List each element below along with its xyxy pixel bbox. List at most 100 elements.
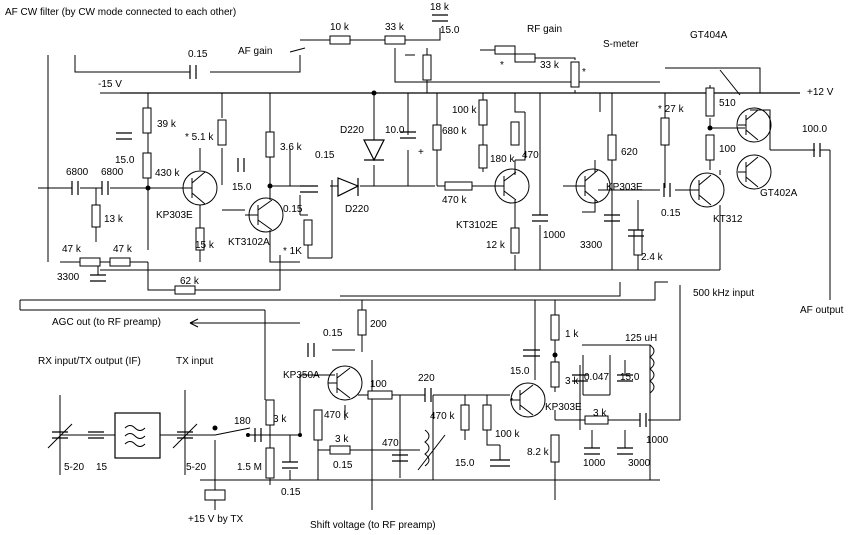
label-r-8-2k: 8.2 k <box>527 447 550 458</box>
label-r-star-a: * <box>500 60 504 71</box>
label-c-5-20-a: 5-20 <box>64 462 84 473</box>
label-q7: GT402A <box>760 188 798 199</box>
label-c-15-0-b: 15.0 <box>232 182 252 193</box>
transistors <box>180 107 772 418</box>
label-plus12v: +12 V <box>807 87 834 98</box>
label-q4: KP303E <box>606 182 643 193</box>
label-r-100k-b: 100 k <box>495 429 520 440</box>
label-r-15k: 15 k <box>195 240 215 251</box>
label-l-125uh: 125 uH <box>625 333 657 344</box>
label-r-470-a: 470 <box>522 150 539 161</box>
label-q9: KP303E <box>545 402 582 413</box>
label-r-430k: 430 k <box>155 168 180 179</box>
label-r-1k: 1 k <box>565 329 579 340</box>
label-r-2-4k: 2.4 k <box>641 252 664 263</box>
label-r-100: 100 <box>719 144 736 155</box>
title-note-line: AF CW filter (by CW mode connected to ea… <box>5 7 236 18</box>
label-c-15-0-a: 15.0 <box>115 155 135 166</box>
label-c-15-0-d: 15.0 <box>510 366 530 377</box>
label-r-3-6k: 3.6 k <box>280 142 303 153</box>
label-q5: KT312 <box>713 214 743 225</box>
label-c-6800-b: 6800 <box>101 167 124 178</box>
label-r-3k-a: 3 k <box>565 376 579 387</box>
label-r-27k: * 27 k <box>658 104 685 115</box>
label-s-meter: S-meter <box>603 39 639 50</box>
arrows <box>189 47 741 328</box>
label-c-1000-b: 1000 <box>646 435 669 446</box>
label-q6: GT404A <box>690 30 728 41</box>
label-r-33k-rf: 33 k <box>540 60 560 71</box>
label-c-15-0-top: 15.0 <box>440 25 460 36</box>
label-c-1000-c: 1000 <box>583 458 606 469</box>
label-c-0-15-f: 0.15 <box>281 487 301 498</box>
text-labels: AF CW filter (by CW mode connected to ea… <box>5 2 844 531</box>
label-c-3300-b: 3300 <box>580 240 603 251</box>
label-tx-input: TX input <box>176 356 213 367</box>
label-r-3k-b: 3 k <box>593 408 607 419</box>
label-r-62k: 62 k <box>180 276 200 287</box>
label-c-220: 220 <box>418 373 435 384</box>
label-minus15v: -15 V <box>98 79 122 90</box>
label-c-15-0-c: 15.0 <box>620 372 640 383</box>
label-rf-gain: RF gain <box>527 24 562 35</box>
label-c-1000-a: 1000 <box>543 230 566 241</box>
label-c-0-15-g: 0.15 <box>333 460 353 471</box>
label-r-18k: 18 k <box>430 2 450 13</box>
label-d2: D220 <box>345 204 369 215</box>
label-q1: KP303E <box>156 210 193 221</box>
junction-dots <box>145 90 713 437</box>
label-r-470k-a: 470 k <box>442 195 467 206</box>
label-c-0-15-d: 0.15 <box>661 208 681 219</box>
label-d1: D220 <box>340 125 364 136</box>
label-c-100-0: 100.0 <box>802 124 827 135</box>
label-af-gain: AF gain <box>238 46 272 57</box>
label-r-3k-d: 3 k <box>335 434 349 445</box>
label-r-1k-star: * 1K <box>283 246 302 257</box>
label-r-100k: 100 k <box>452 105 477 116</box>
resistors <box>79 35 715 501</box>
label-r-33k-af: 33 k <box>385 22 405 33</box>
label-r-510: 510 <box>719 98 736 109</box>
capacitors <box>47 14 821 469</box>
label-c-15-0-e: 15.0 <box>455 458 475 469</box>
label-af-output: AF output <box>800 305 844 316</box>
label-r-13k: 13 k <box>104 214 124 225</box>
label-r-100-b: 100 <box>370 379 387 390</box>
label-r-47k-a: 47 k <box>62 244 82 255</box>
label-r-470k-b: 470 k <box>324 410 349 421</box>
label-rx-input: RX input/TX output (IF) <box>38 356 141 367</box>
label-r-10k: 10 k <box>330 22 350 33</box>
label-c-15: 15 <box>96 462 108 473</box>
label-r-47k-b: 47 k <box>113 244 133 255</box>
label-q3: KT3102E <box>456 220 498 231</box>
label-r-470k-c: 470 k <box>430 411 455 422</box>
label-c-6800-a: 6800 <box>66 167 89 178</box>
label-c-0-15-top: 0.15 <box>188 49 208 60</box>
label-r-180k: 180 k <box>490 154 515 165</box>
label-r-620: 620 <box>621 147 638 158</box>
label-q8: KP350A <box>283 370 320 381</box>
label-r-star-b: * <box>582 67 586 78</box>
label-shift-voltage: Shift voltage (to RF preamp) <box>310 520 436 531</box>
label-r-12k: 12 k <box>486 240 506 251</box>
label-q2: KT3102A <box>228 237 270 248</box>
label-plus15v-tx: +15 V by TX <box>188 514 243 525</box>
diodes <box>337 139 385 197</box>
label-r-680k: 680 k <box>442 126 467 137</box>
label-r-5-1k: * 5.1 k <box>185 132 214 143</box>
inductors <box>417 344 655 471</box>
label-c-3300-a: 3300 <box>57 272 80 283</box>
crystal-filter-block <box>114 412 161 459</box>
label-500khz: 500 kHz input <box>693 288 754 299</box>
label-plus-sign: + <box>418 147 424 158</box>
label-c-0-15-c: 0.15 <box>283 204 303 215</box>
label-c-10-0: 10.0 <box>385 125 405 136</box>
label-c-0-047: 0.047 <box>584 372 609 383</box>
label-c-0-15-e: 0.15 <box>323 328 343 339</box>
label-r-39k: 39 k <box>157 119 177 130</box>
label-agc-out: AGC out (to RF preamp) <box>52 317 161 328</box>
label-r-1-5m: 1.5 M <box>237 462 262 473</box>
label-c-5-20-b: 5-20 <box>186 462 206 473</box>
